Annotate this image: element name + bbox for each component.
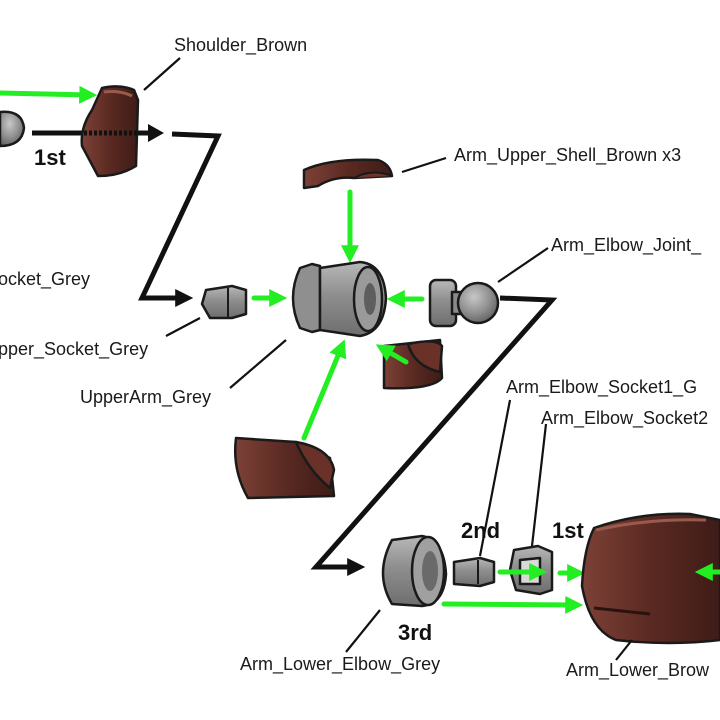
label-shoulder-brown: Shoulder_Brown [174,35,307,56]
green-arrow-shell-bottom [301,339,347,441]
label-elbow-joint: Arm_Elbow_Joint_ [551,235,702,256]
label-elbow-socket1: Arm_Elbow_Socket1_G [506,377,697,398]
order-label-first-bottom: 1st [552,518,584,543]
flow-line-elbow [310,295,558,576]
label-elbow-socket2: Arm_Elbow_Socket2 [541,408,708,429]
lower-arm-brown-part [580,512,720,645]
order-label-third: 3rd [398,620,432,645]
green-arrow-shell-right [375,344,409,365]
leader-upper-socket [165,317,201,337]
flow-arrow-shoulder-head [148,124,164,142]
upper-socket-grey-part [200,284,248,320]
upper-shell-right-part [382,338,444,390]
leader-upperarm [229,339,287,389]
label-upperarm-grey: UpperArm_Grey [80,387,211,408]
upper-shell-top-part [302,158,394,190]
leader-upper-shell [401,156,447,174]
leader-elbow-joint [497,247,549,283]
label-socket-grey: ocket_Grey [0,269,90,290]
green-arrow-lower-elbow [441,595,584,614]
order-label-second: 2nd [461,518,500,543]
green-arrow-shoulder [0,85,98,104]
upperarm-grey-part [291,260,388,338]
label-upper-socket-grey: pper_Socket_Grey [0,339,148,360]
grey-ball-icon [0,110,26,148]
leader-shoulder [143,57,181,91]
label-lower-elbow-grey: Arm_Lower_Elbow_Grey [240,654,440,675]
leader-lower-brown [615,639,633,661]
leader-lower-elbow [345,609,381,653]
leader-elbow-socket1 [478,399,512,557]
lower-elbow-grey-part [381,534,448,608]
leader-elbow-socket2 [530,423,548,547]
elbow-joint-ball-part [428,278,500,328]
elbow-socket1-part [452,556,496,588]
order-label-first-top: 1st [34,145,66,170]
flow-line-shoulder-tail [138,131,222,307]
label-lower-brown: Arm_Lower_Brow [566,660,710,681]
upper-shell-bottom-part [234,436,336,500]
label-upper-shell: Arm_Upper_Shell_Brown x3 [454,145,681,166]
